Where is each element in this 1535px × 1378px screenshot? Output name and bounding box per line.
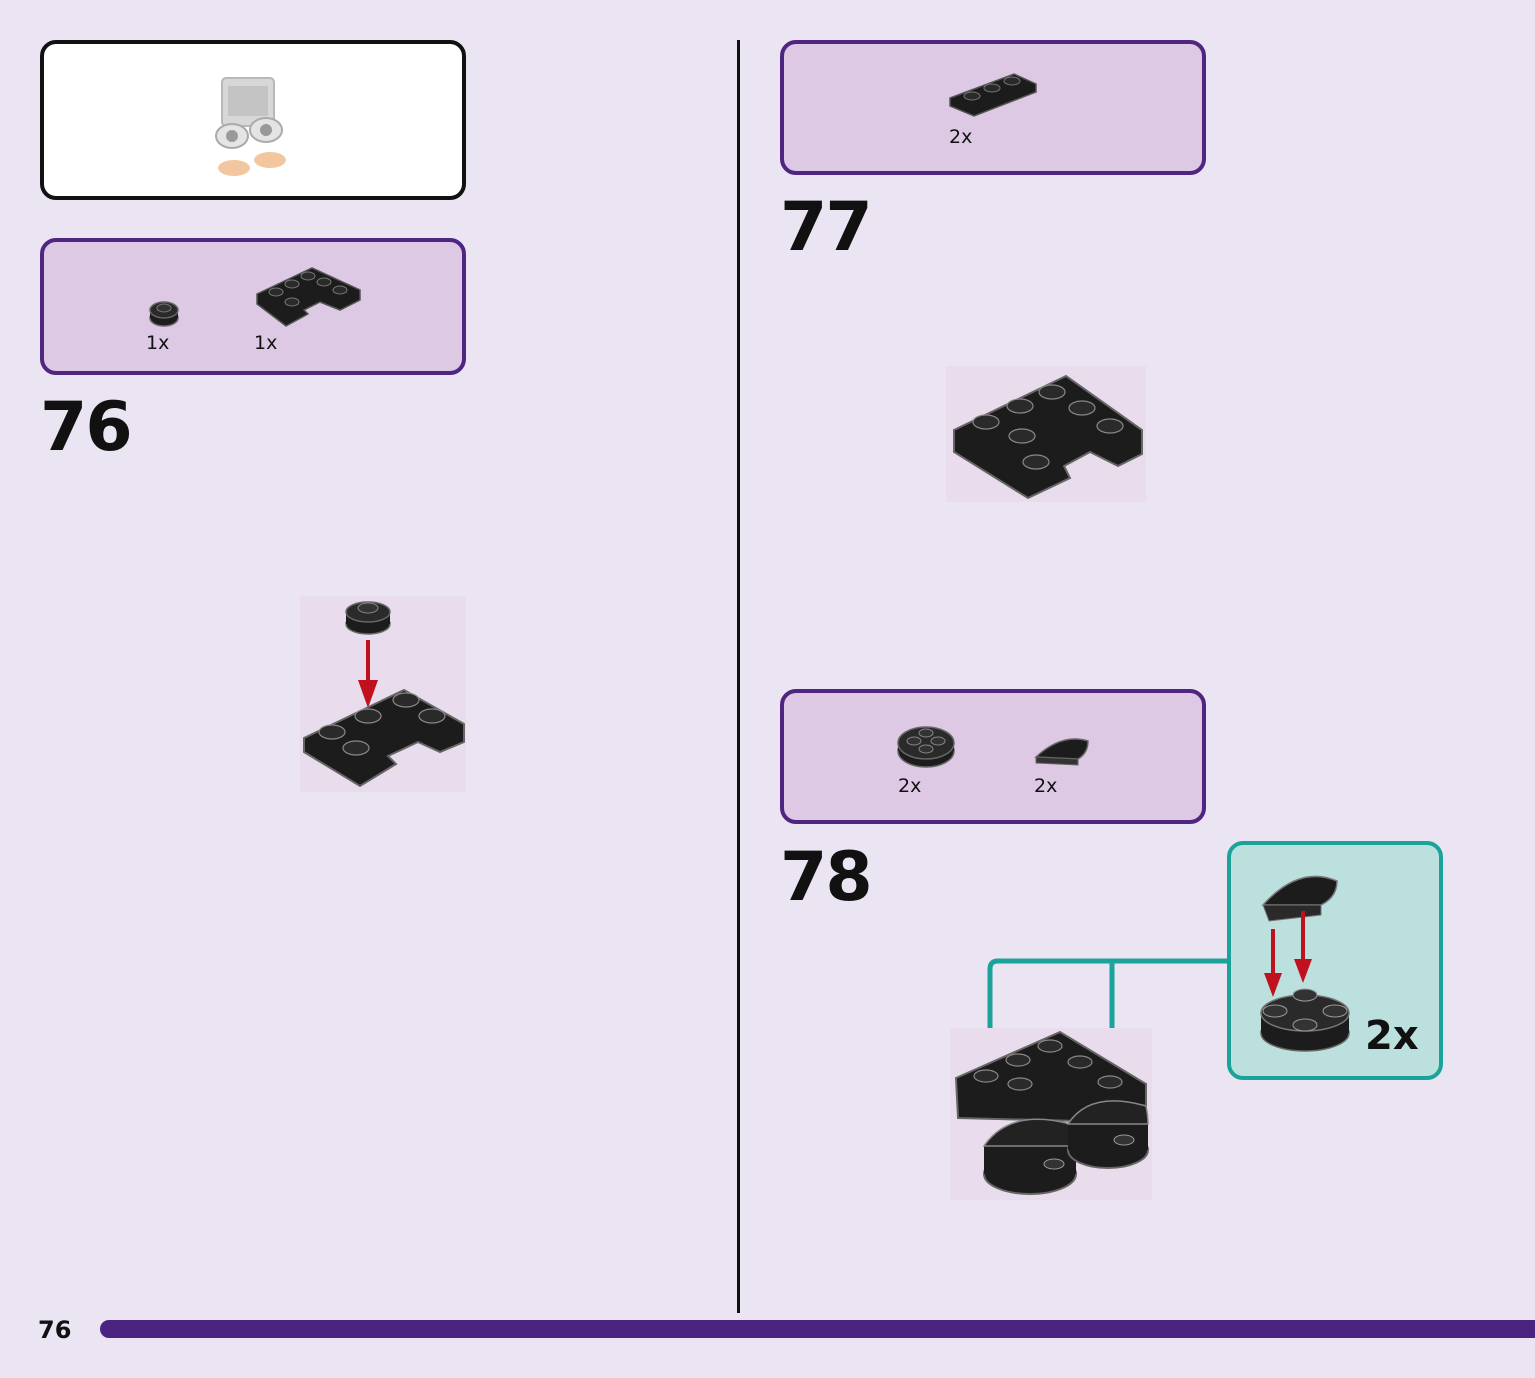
subassembly-callout: 2x — [1227, 841, 1443, 1080]
step-78-assembly-image — [950, 1028, 1152, 1200]
plate-1x3-part — [949, 73, 1037, 117]
step-78-part-2-quantity: 2x — [1034, 775, 1058, 797]
subassembly-image — [1260, 875, 1350, 1052]
preview-box — [40, 40, 466, 200]
step-76-part-2-quantity: 1x — [254, 332, 278, 354]
half-circle-tile-part — [1034, 738, 1089, 766]
subassembly-quantity: 2x — [1365, 1013, 1419, 1059]
step-78-parts-box: 2x 2x — [780, 689, 1206, 824]
footer-bar — [100, 1320, 1535, 1338]
step-77-parts-box: 2x — [780, 40, 1206, 175]
round-plate-1x1-part — [149, 301, 179, 327]
step-77-part-1-quantity: 2x — [949, 126, 973, 148]
step-number-78: 78 — [780, 838, 873, 917]
step-number-77: 77 — [780, 188, 873, 267]
plate-3x3-cutout-part — [256, 267, 361, 327]
preview-model-image — [215, 77, 286, 176]
step-76-assembly-image — [300, 596, 466, 792]
step-number-76: 76 — [40, 388, 133, 467]
step-78-part-1-quantity: 2x — [898, 775, 922, 797]
round-plate-2x2-part — [897, 726, 955, 768]
step-76-parts-box: 1x 1x — [40, 238, 466, 375]
column-divider — [737, 40, 740, 1313]
step-76-part-1-quantity: 1x — [146, 332, 170, 354]
step-77-assembly-image — [946, 366, 1146, 502]
page-number: 76 — [38, 1316, 72, 1344]
